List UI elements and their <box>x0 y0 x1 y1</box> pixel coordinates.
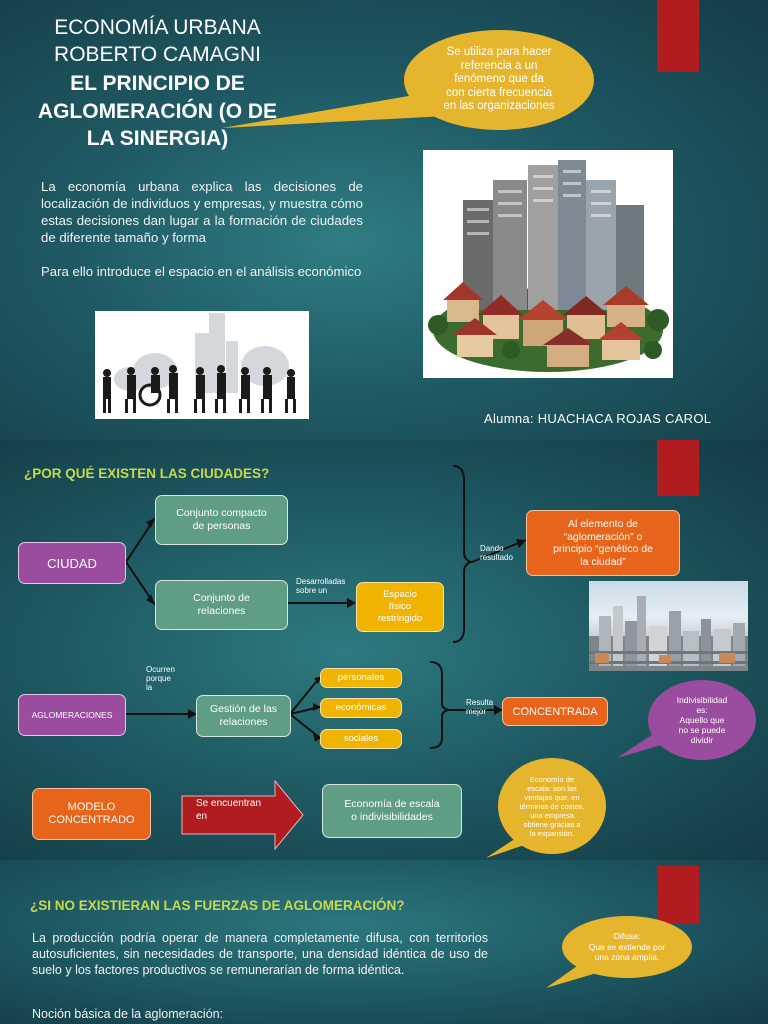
conjunto-relaciones-box: Conjunto de relaciones <box>155 580 288 630</box>
modelo-concentrado-box: MODELO CONCENTRADO <box>32 788 151 840</box>
box-line: “aglomeración” o <box>563 530 643 543</box>
box-line: CONCENTRADO <box>48 814 135 826</box>
callout-line: referencia a un <box>460 59 538 72</box>
author-label: Alumna: HUACHACA ROJAS CAROL <box>484 411 712 426</box>
box-line: Al elemento de <box>567 518 639 530</box>
label-line: sobre un <box>296 586 328 595</box>
slide-2: ¿POR QUÉ EXISTEN LAS CIUDADES? <box>0 440 768 860</box>
people-walking-image <box>103 313 296 413</box>
box-line: restringido <box>377 613 423 624</box>
box-line: la ciudad” <box>580 555 626 568</box>
bubble-line: una empresa <box>530 810 574 820</box>
ocurren-label: Ocurren porque la <box>146 665 175 692</box>
bubble-line: escala: son las <box>527 783 577 793</box>
intro-paragraph: La economía urbana explica las decisione… <box>41 179 363 245</box>
indivisibilidad-bubble: Indivisibilidad es: Aquello que no se pu… <box>648 680 756 760</box>
bubble-line: no se puede <box>678 725 726 735</box>
bubble-line: es: <box>696 705 708 715</box>
box-line: de personas <box>192 520 251 532</box>
box-line: Espacio <box>383 589 417 600</box>
box-line: Gestión de las <box>209 703 278 715</box>
se-encuentran-label: Se encuentran en <box>196 797 261 823</box>
callout-line: en las organizaciones <box>443 100 555 113</box>
tipo-personales-box: personales <box>320 668 402 688</box>
label-line: Resulta <box>466 698 494 707</box>
label-line: Desarrolladas <box>296 577 346 586</box>
label-line: mejor <box>466 707 487 716</box>
label-line: Se encuentran <box>196 798 262 809</box>
bubble-line: Indivisibilidad <box>676 695 728 705</box>
box-line: físico <box>388 601 412 612</box>
bubble-line: Aquello que <box>679 715 725 725</box>
nocion-label: Noción básica de la aglomeración: <box>32 1007 224 1021</box>
label-line: la <box>146 683 153 692</box>
elemento-box: Al elemento de “aglomeración” o principi… <box>526 510 680 576</box>
difusa-bubble: Difusa: Que se extiende por una zona amp… <box>562 916 692 978</box>
slide-1: ECONOMÍA URBANA ROBERTO CAMAGNI EL PRINC… <box>0 0 768 440</box>
bubble-line: Que se extiende por <box>588 941 666 952</box>
difusa-paragraph: La producción podría operar de manera co… <box>32 931 488 977</box>
label-line: porque <box>146 674 171 683</box>
bubble-line: ventajas que, en <box>524 792 580 802</box>
tipo-sociales-box: sociales <box>320 729 402 749</box>
concentrada-box: CONCENTRADA <box>502 697 608 726</box>
label-line: Dando <box>480 544 504 553</box>
gestion-box: Gestión de las relaciones <box>196 695 291 737</box>
skyline-image <box>589 596 748 671</box>
bubble-line: dividir <box>690 735 714 745</box>
bubble-line: términos de costos, <box>519 801 585 811</box>
callout-line: fenómeno que da <box>454 73 544 86</box>
callout-line: con cierta frecuencia <box>445 86 553 99</box>
tipo-economicas-box: económicas <box>320 698 402 718</box>
people-illustration <box>95 311 309 419</box>
slide-3: ¿SI NO EXISTIERAN LAS FUERZAS DE AGLOMER… <box>0 860 768 1024</box>
subtitle-line-1: EL PRINCIPIO DE <box>70 72 245 95</box>
bubble-line: Economía de <box>529 774 575 784</box>
red-accent-tab <box>657 866 699 924</box>
box-line: Conjunto de <box>193 592 250 604</box>
callout-bubble: Se utiliza para hacer referencia a un fe… <box>404 30 594 130</box>
city-illustration <box>423 150 673 378</box>
title-line-1: ECONOMÍA URBANA <box>54 16 261 39</box>
box-line: relaciones <box>219 716 268 728</box>
economia-escala-box: Economía de escala o indivisibilidades <box>322 784 462 838</box>
conjunto-personas-box: Conjunto compacto de personas <box>155 495 288 545</box>
espacio-box: Espacio físico restringido <box>356 582 444 632</box>
box-line: Economía de escala <box>344 798 440 810</box>
escala-bubble: Economía de escala: son las ventajas que… <box>498 758 606 854</box>
box-line: principio “genético de <box>553 543 653 555</box>
label-line: resultado <box>480 553 513 562</box>
subtitle-line-3: LA SINERGIA) <box>86 127 229 150</box>
city-buildings-image <box>428 160 669 372</box>
red-accent-tab <box>657 440 699 496</box>
bubble-line: Difusa: <box>613 931 641 942</box>
label-line: en <box>196 811 208 822</box>
bubble-line: la expansión. <box>529 828 575 838</box>
box-line: o indivisibilidades <box>351 811 433 823</box>
label-line: Ocurren <box>146 665 175 674</box>
section-heading: ¿POR QUÉ EXISTEN LAS CIUDADES? <box>24 466 270 481</box>
box-line: relaciones <box>197 605 246 617</box>
intro-paragraph-2: Para ello introduce el espacio en el aná… <box>41 264 362 279</box>
red-accent-tab <box>657 0 699 72</box>
aglomeraciones-box: AGLOMERACIONES <box>18 694 126 736</box>
subtitle-line-2: AGLOMERACIÓN (O DE <box>37 100 278 123</box>
callout-tail <box>222 92 446 128</box>
box-line: Conjunto compacto <box>176 507 267 519</box>
section-heading: ¿SI NO EXISTIERAN LAS FUERZAS DE AGLOMER… <box>30 898 405 913</box>
bubble-line: obtiene gracias a <box>523 819 581 829</box>
desarrolladas-label: Desarrolladas sobre un <box>296 577 345 595</box>
dando-resultado-label: Dando resultado <box>480 544 513 562</box>
bubble-line: una zona amplia. <box>594 952 660 963</box>
city-skyline-photo <box>589 581 748 671</box>
callout-line: Se utiliza para hacer <box>446 46 552 59</box>
ciudad-box: CIUDAD <box>18 542 126 584</box>
title-line-2: ROBERTO CAMAGNI <box>54 43 261 66</box>
box-line: MODELO <box>67 801 116 813</box>
resulta-mejor-label: Resulta mejor <box>466 698 493 716</box>
